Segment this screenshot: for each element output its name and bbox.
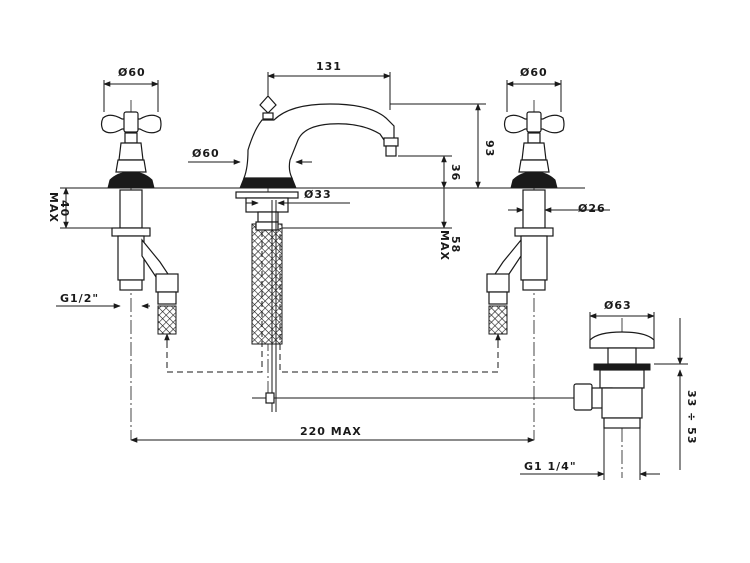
below-deck-label: 58 — [449, 236, 462, 253]
spout-base-diameter-label: Ø60 — [192, 147, 220, 160]
center-distance-label: 220 MAX — [300, 425, 362, 438]
right-handle-valve — [486, 100, 565, 440]
left-handle-valve — [100, 100, 179, 440]
pop-up-waste — [252, 318, 655, 478]
spout-height-label: 93 — [483, 140, 496, 157]
shank-diameter-label: Ø33 — [304, 188, 332, 201]
inlet-thread-label: G1/2" — [60, 292, 99, 305]
below-deck-max-label: MAX — [438, 230, 451, 261]
deck-thickness-max-label: MAX — [47, 192, 60, 223]
waste-range-label: 33 ÷ 53 — [685, 390, 698, 445]
left-handle-diameter-label: Ø60 — [118, 66, 146, 79]
waste-thread-label: G1 1/4" — [524, 460, 577, 473]
outlet-height-label: 36 — [449, 164, 462, 181]
right-shank-diameter-label: Ø26 — [578, 202, 606, 215]
spout-reach-label: 131 — [316, 60, 342, 73]
right-handle-diameter-label: Ø60 — [520, 66, 548, 79]
waste-diameter-label: Ø63 — [604, 299, 632, 312]
deck-thickness-label: 40 — [58, 200, 71, 217]
spout-assembly — [235, 95, 399, 412]
hose-routing — [164, 228, 501, 373]
dimension-lines — [56, 72, 688, 480]
